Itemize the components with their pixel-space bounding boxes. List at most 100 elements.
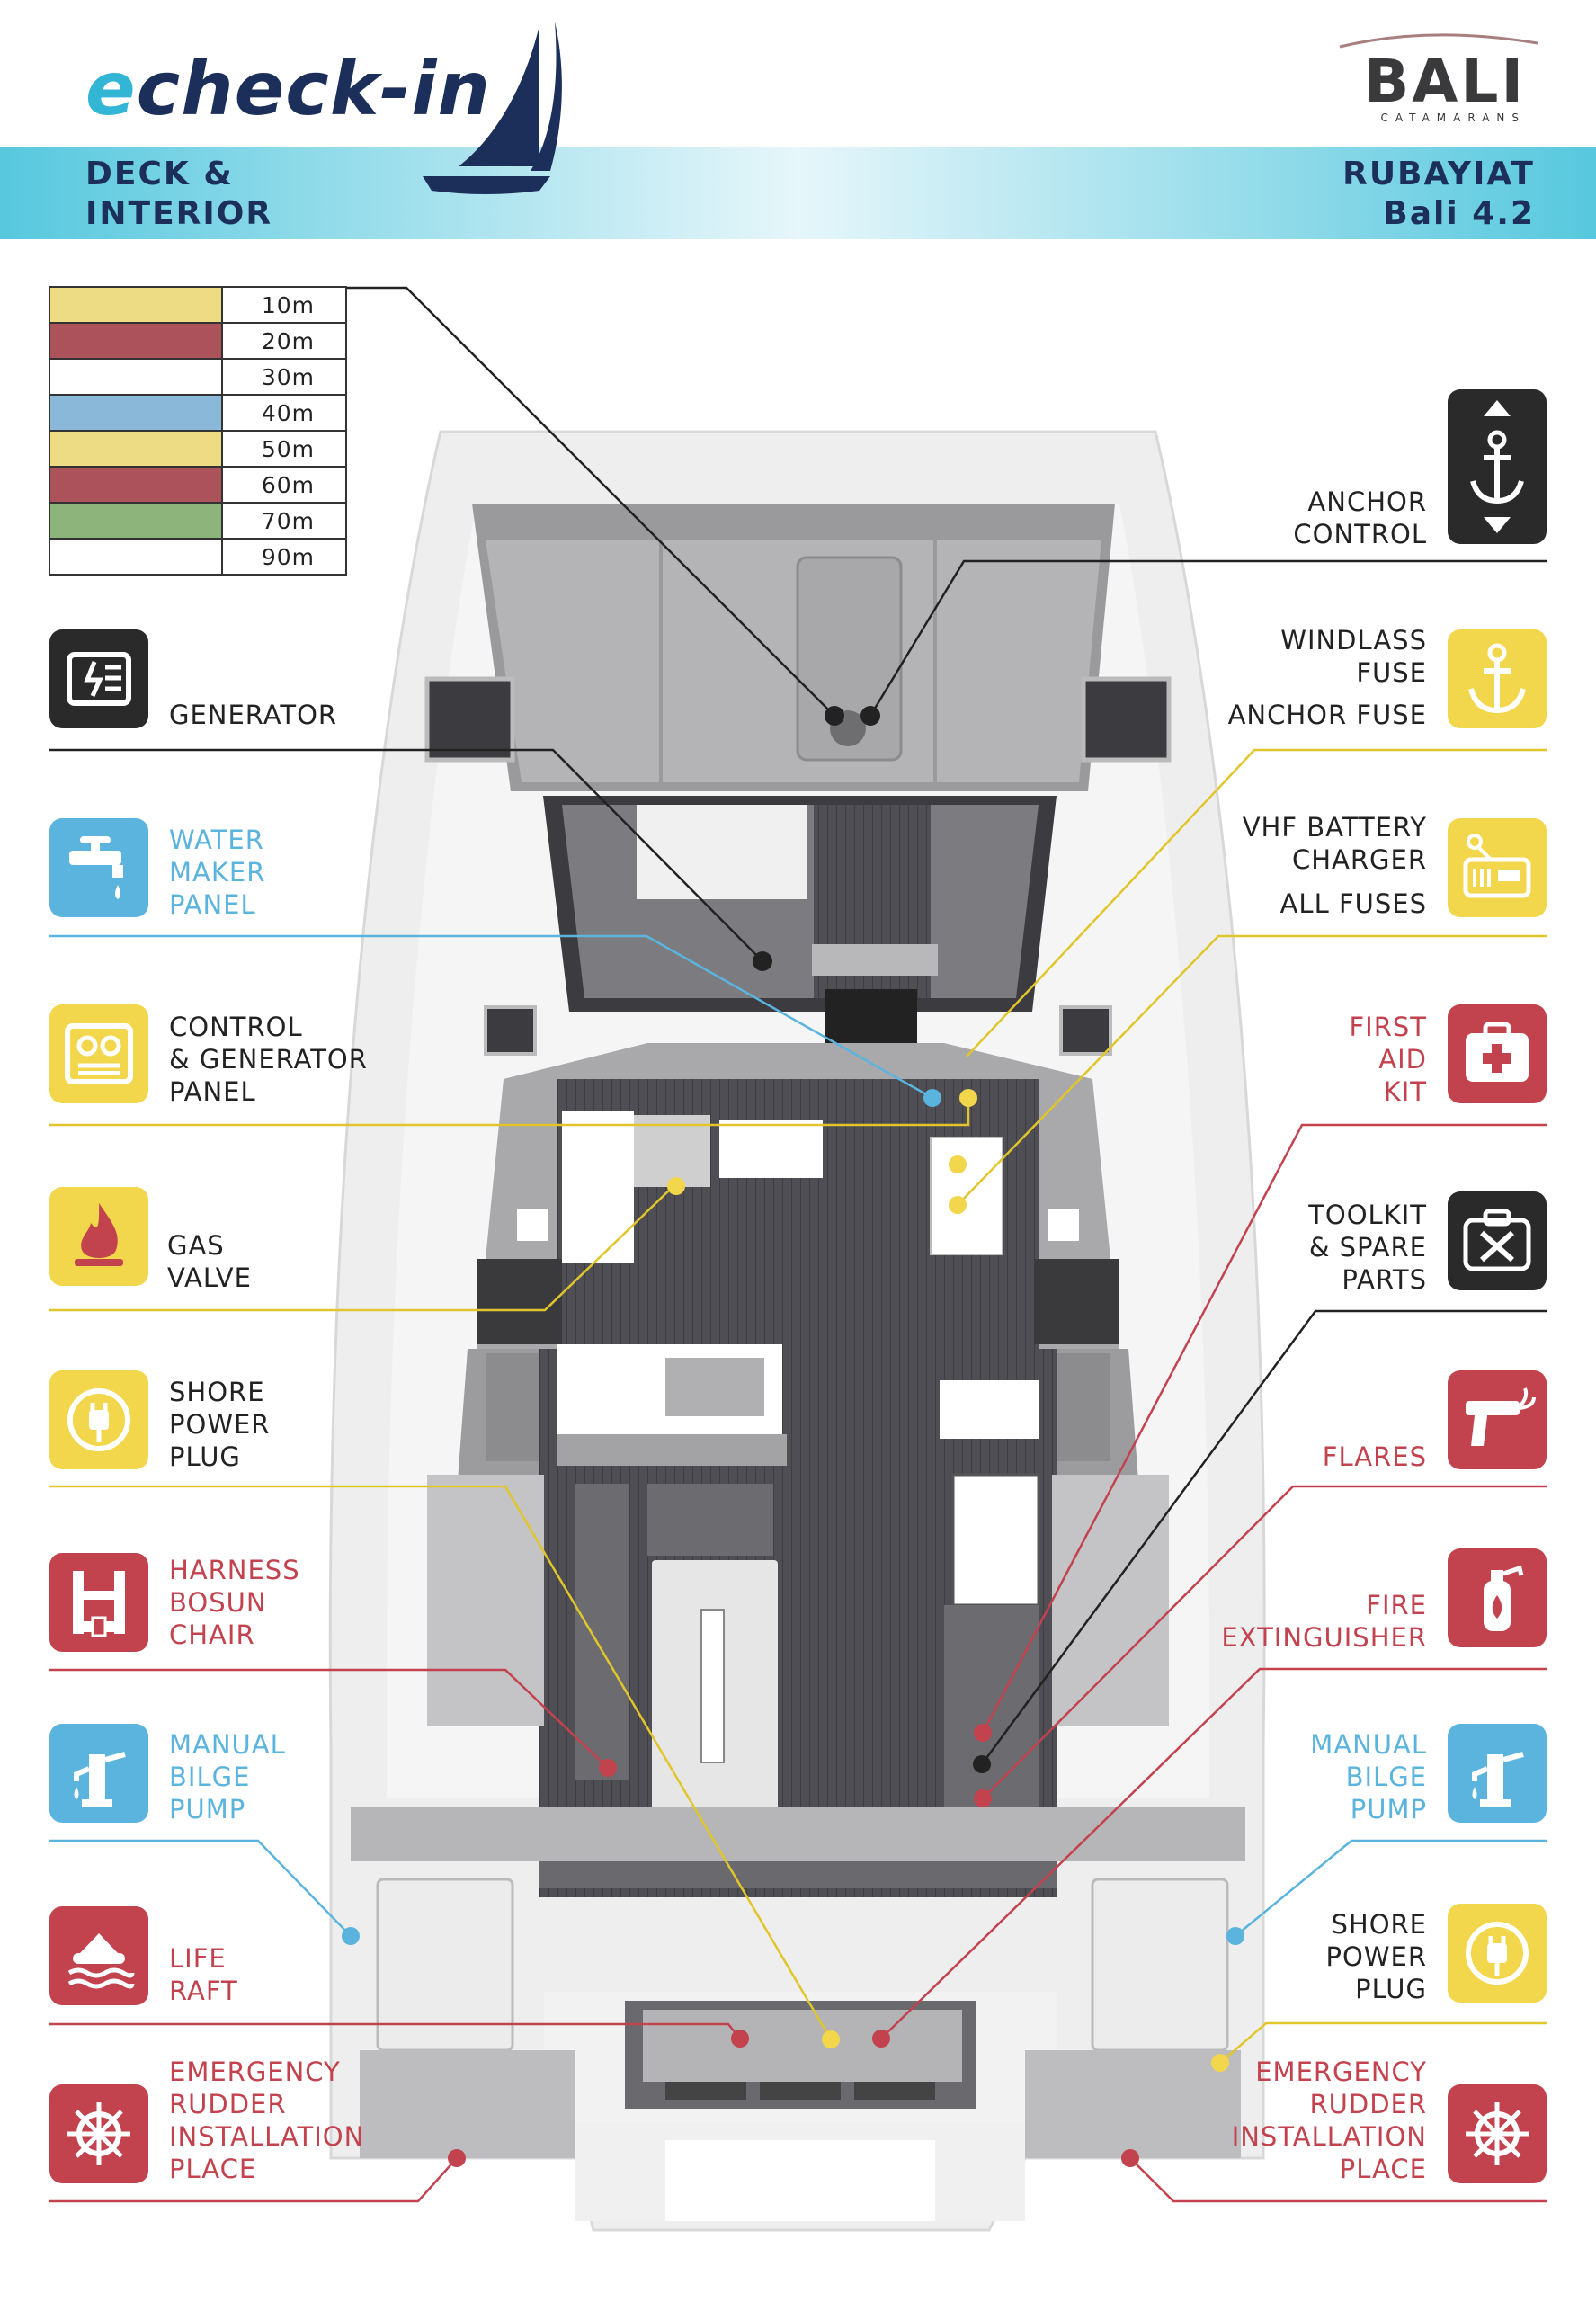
label-shore-power-left: SHORE POWER PLUG — [169, 1377, 271, 1472]
label-rudder-left: EMERGENCY RUDDER INSTALLATION PLACE — [169, 2057, 365, 2184]
dot-rudder-right — [1121, 2149, 1139, 2167]
label-rudder-right: EMERGENCY RUDDER INSTALLATION PLACE — [1231, 2057, 1427, 2184]
sailboat-logo — [423, 22, 562, 194]
dot-bilge-right — [1226, 1927, 1244, 1945]
label-anchor-fuse: ANCHOR FUSE — [1227, 700, 1427, 730]
plug-icon — [1448, 1904, 1547, 2003]
label-control-panel: CONTROL & GENERATOR PANEL — [169, 1012, 368, 1107]
legend-row: 40m — [49, 394, 347, 432]
legend-swatch — [49, 286, 223, 324]
dot-fire-ext — [974, 1789, 992, 1807]
label-fire-ext: FIRE EXTINGUISHER — [1221, 1590, 1427, 1653]
dot-flares — [872, 2030, 890, 2048]
helm-icon — [49, 2084, 148, 2183]
plug-icon — [49, 1370, 148, 1469]
label-gas-valve: GAS VALVE — [167, 1230, 252, 1293]
legend-label: 70m — [221, 502, 347, 540]
dot-anchor-control — [825, 706, 844, 726]
header-band — [0, 147, 1596, 239]
label-anchor-control: ANCHOR CONTROL — [1293, 486, 1427, 549]
pump-icon — [1448, 1724, 1547, 1823]
flame-icon — [49, 1187, 148, 1286]
brand-swoosh — [1339, 33, 1538, 49]
label-toolkit: TOOLKIT & SPARE PARTS — [1308, 1200, 1427, 1295]
section-title: DECK & INTERIOR — [85, 156, 273, 232]
label-first-aid: FIRST AID KIT — [1349, 1012, 1427, 1107]
label-life-raft: LIFE RAFT — [169, 1943, 238, 2006]
legend-row: 90m — [49, 538, 347, 576]
label-vhf: VHF BATTERY CHARGER — [1242, 812, 1427, 875]
dot-water-maker — [923, 1089, 941, 1107]
dot-rudder-left — [448, 2149, 466, 2167]
location-dots — [342, 706, 1244, 2167]
legend-swatch — [49, 358, 223, 396]
legend-swatch — [49, 538, 223, 576]
anchor-icon — [1448, 629, 1547, 728]
dot-anchor-control-2 — [860, 706, 880, 726]
echeckin-logo: echeck-in — [85, 47, 491, 132]
legend-swatch — [49, 466, 223, 504]
logo-text: check-in — [136, 47, 491, 132]
label-bilge-left: MANUAL BILGE PUMP — [169, 1729, 286, 1825]
dot-all-fuses — [949, 1196, 967, 1214]
legend-label: 30m — [221, 358, 347, 396]
label-windlass-fuse: WINDLASS FUSE — [1280, 625, 1427, 688]
dot-life-raft — [731, 2030, 749, 2048]
label-bilge-right: MANUAL BILGE PUMP — [1310, 1729, 1427, 1825]
label-flares: FLARES — [1322, 1441, 1427, 1472]
helm-icon — [1448, 2084, 1547, 2183]
logo-e: e — [85, 47, 137, 132]
legend-row: 60m — [49, 466, 347, 504]
dot-toolkit — [973, 1755, 991, 1773]
life-raft-icon — [49, 1906, 148, 2005]
legend-label: 60m — [221, 466, 347, 504]
legend-label: 90m — [221, 538, 347, 576]
legend-label: 20m — [221, 322, 347, 360]
legend-swatch — [49, 394, 223, 432]
anchor-control-icon — [1448, 389, 1547, 544]
label-shore-power-right: SHORE POWER PLUG — [1325, 1909, 1427, 2004]
legend-row: 30m — [49, 358, 347, 396]
legend-swatch — [49, 430, 223, 468]
boat-model: Bali 4.2 — [1383, 195, 1535, 232]
label-generator: GENERATOR — [169, 700, 338, 730]
dot-gas-valve — [667, 1177, 685, 1195]
legend-row: 10m — [49, 286, 347, 324]
extinguisher-icon — [1448, 1548, 1547, 1647]
pump-icon — [49, 1724, 148, 1823]
dot-bilge-left — [342, 1927, 360, 1945]
label-harness: HARNESS BOSUN CHAIR — [169, 1555, 300, 1650]
first-aid-icon — [1448, 1004, 1547, 1103]
boat-name: RUBAYIAT — [1342, 156, 1535, 192]
control-panel-icon — [49, 1004, 148, 1103]
legend-swatch — [49, 322, 223, 360]
bali-brand-sub: CATAMARANS — [1380, 112, 1526, 124]
bali-brand: BALI — [1364, 47, 1526, 116]
label-all-fuses: ALL FUSES — [1279, 888, 1427, 919]
harness-icon — [49, 1553, 148, 1652]
legend-row: 20m — [49, 322, 347, 360]
generator-icon — [49, 629, 148, 728]
dot-shore-right — [1211, 2054, 1229, 2072]
legend-swatch — [49, 502, 223, 540]
label-water-maker: WATER MAKER PANEL — [169, 825, 266, 920]
hull-outline — [328, 430, 1266, 2232]
legend-row: 70m — [49, 502, 347, 540]
dot-control-panel — [959, 1089, 977, 1107]
water-tap-icon — [49, 818, 148, 917]
dot-harness — [599, 1759, 617, 1777]
dot-shore-left — [822, 2030, 840, 2048]
legend-label: 50m — [221, 430, 347, 468]
legend-label: 40m — [221, 394, 347, 432]
dot-generator — [753, 951, 772, 971]
flare-gun-icon — [1448, 1370, 1547, 1469]
legend-row: 50m — [49, 430, 347, 468]
legend-label: 10m — [221, 286, 347, 324]
dot-windlass-fuse — [949, 1155, 967, 1173]
toolkit-icon — [1448, 1191, 1547, 1290]
radio-icon — [1448, 818, 1547, 917]
dot-first-aid — [974, 1724, 992, 1742]
